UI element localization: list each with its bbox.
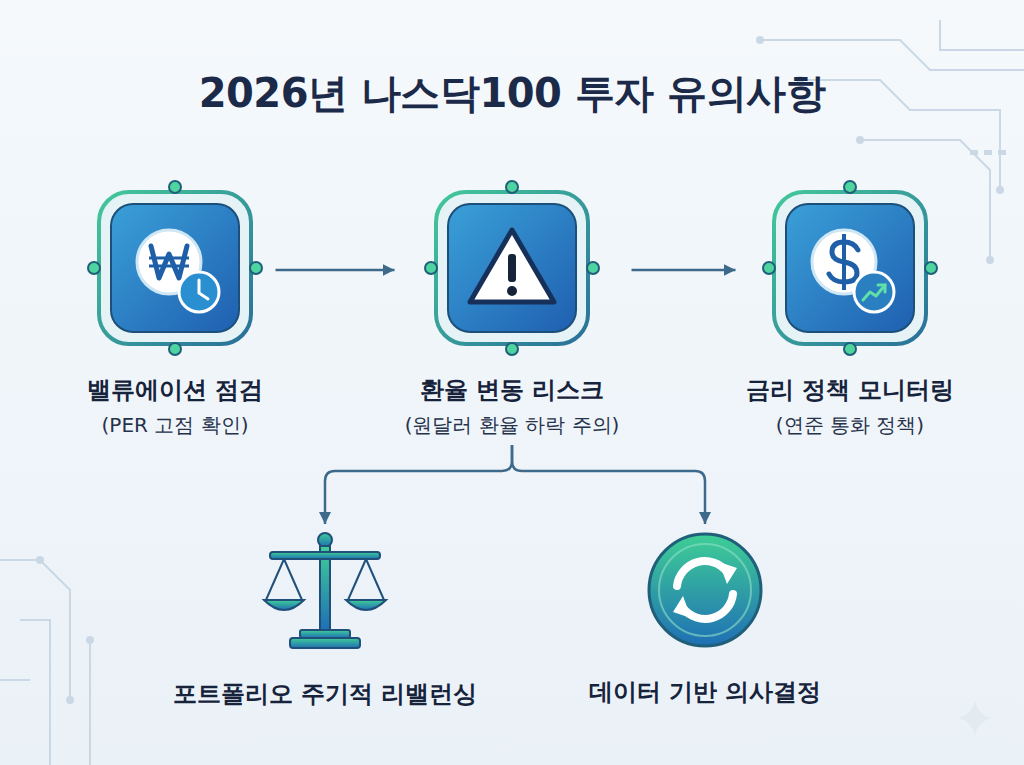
step-note: (연준 통화 정책) [776, 412, 924, 439]
fx-risk-step: 환율 변동 리스크 (원달러 환율 하락 주의) [397, 180, 628, 439]
rebalancing-item: 포트폴리오 주기적 리밸런싱 [165, 528, 486, 710]
step-heading: 포트폴리오 주기적 리밸런싱 [173, 678, 478, 710]
step-icon [424, 180, 600, 360]
flow-arrow [325, 445, 512, 524]
step-note: (원달러 환율 하락 주의) [405, 412, 620, 439]
flow-arrow [632, 269, 736, 272]
valuation-step: 밸류에이션 점검 (PER 고점 확인) [79, 180, 272, 439]
rate-policy-step: 금리 정책 모니터링 (연준 통화 정책) [738, 180, 963, 439]
step-icon [762, 180, 938, 360]
step-heading: 환율 변동 리스크 [420, 374, 605, 406]
diagram-title: 2026년 나스닥100 투자 유의사항 [0, 66, 1024, 121]
step-heading: 밸류에이션 점검 [87, 374, 263, 406]
flow-arrow [276, 269, 395, 272]
step-heading: 금리 정책 모니터링 [746, 374, 955, 406]
step-heading: 데이터 기반 의사결정 [589, 676, 822, 708]
step-icon [87, 180, 263, 360]
flow-arrow [512, 445, 705, 524]
step-icon [260, 528, 390, 658]
data-decision-item: 데이터 기반 의사결정 [581, 528, 830, 708]
step-note: (PER 고점 확인) [102, 412, 249, 439]
step-icon [643, 528, 767, 656]
